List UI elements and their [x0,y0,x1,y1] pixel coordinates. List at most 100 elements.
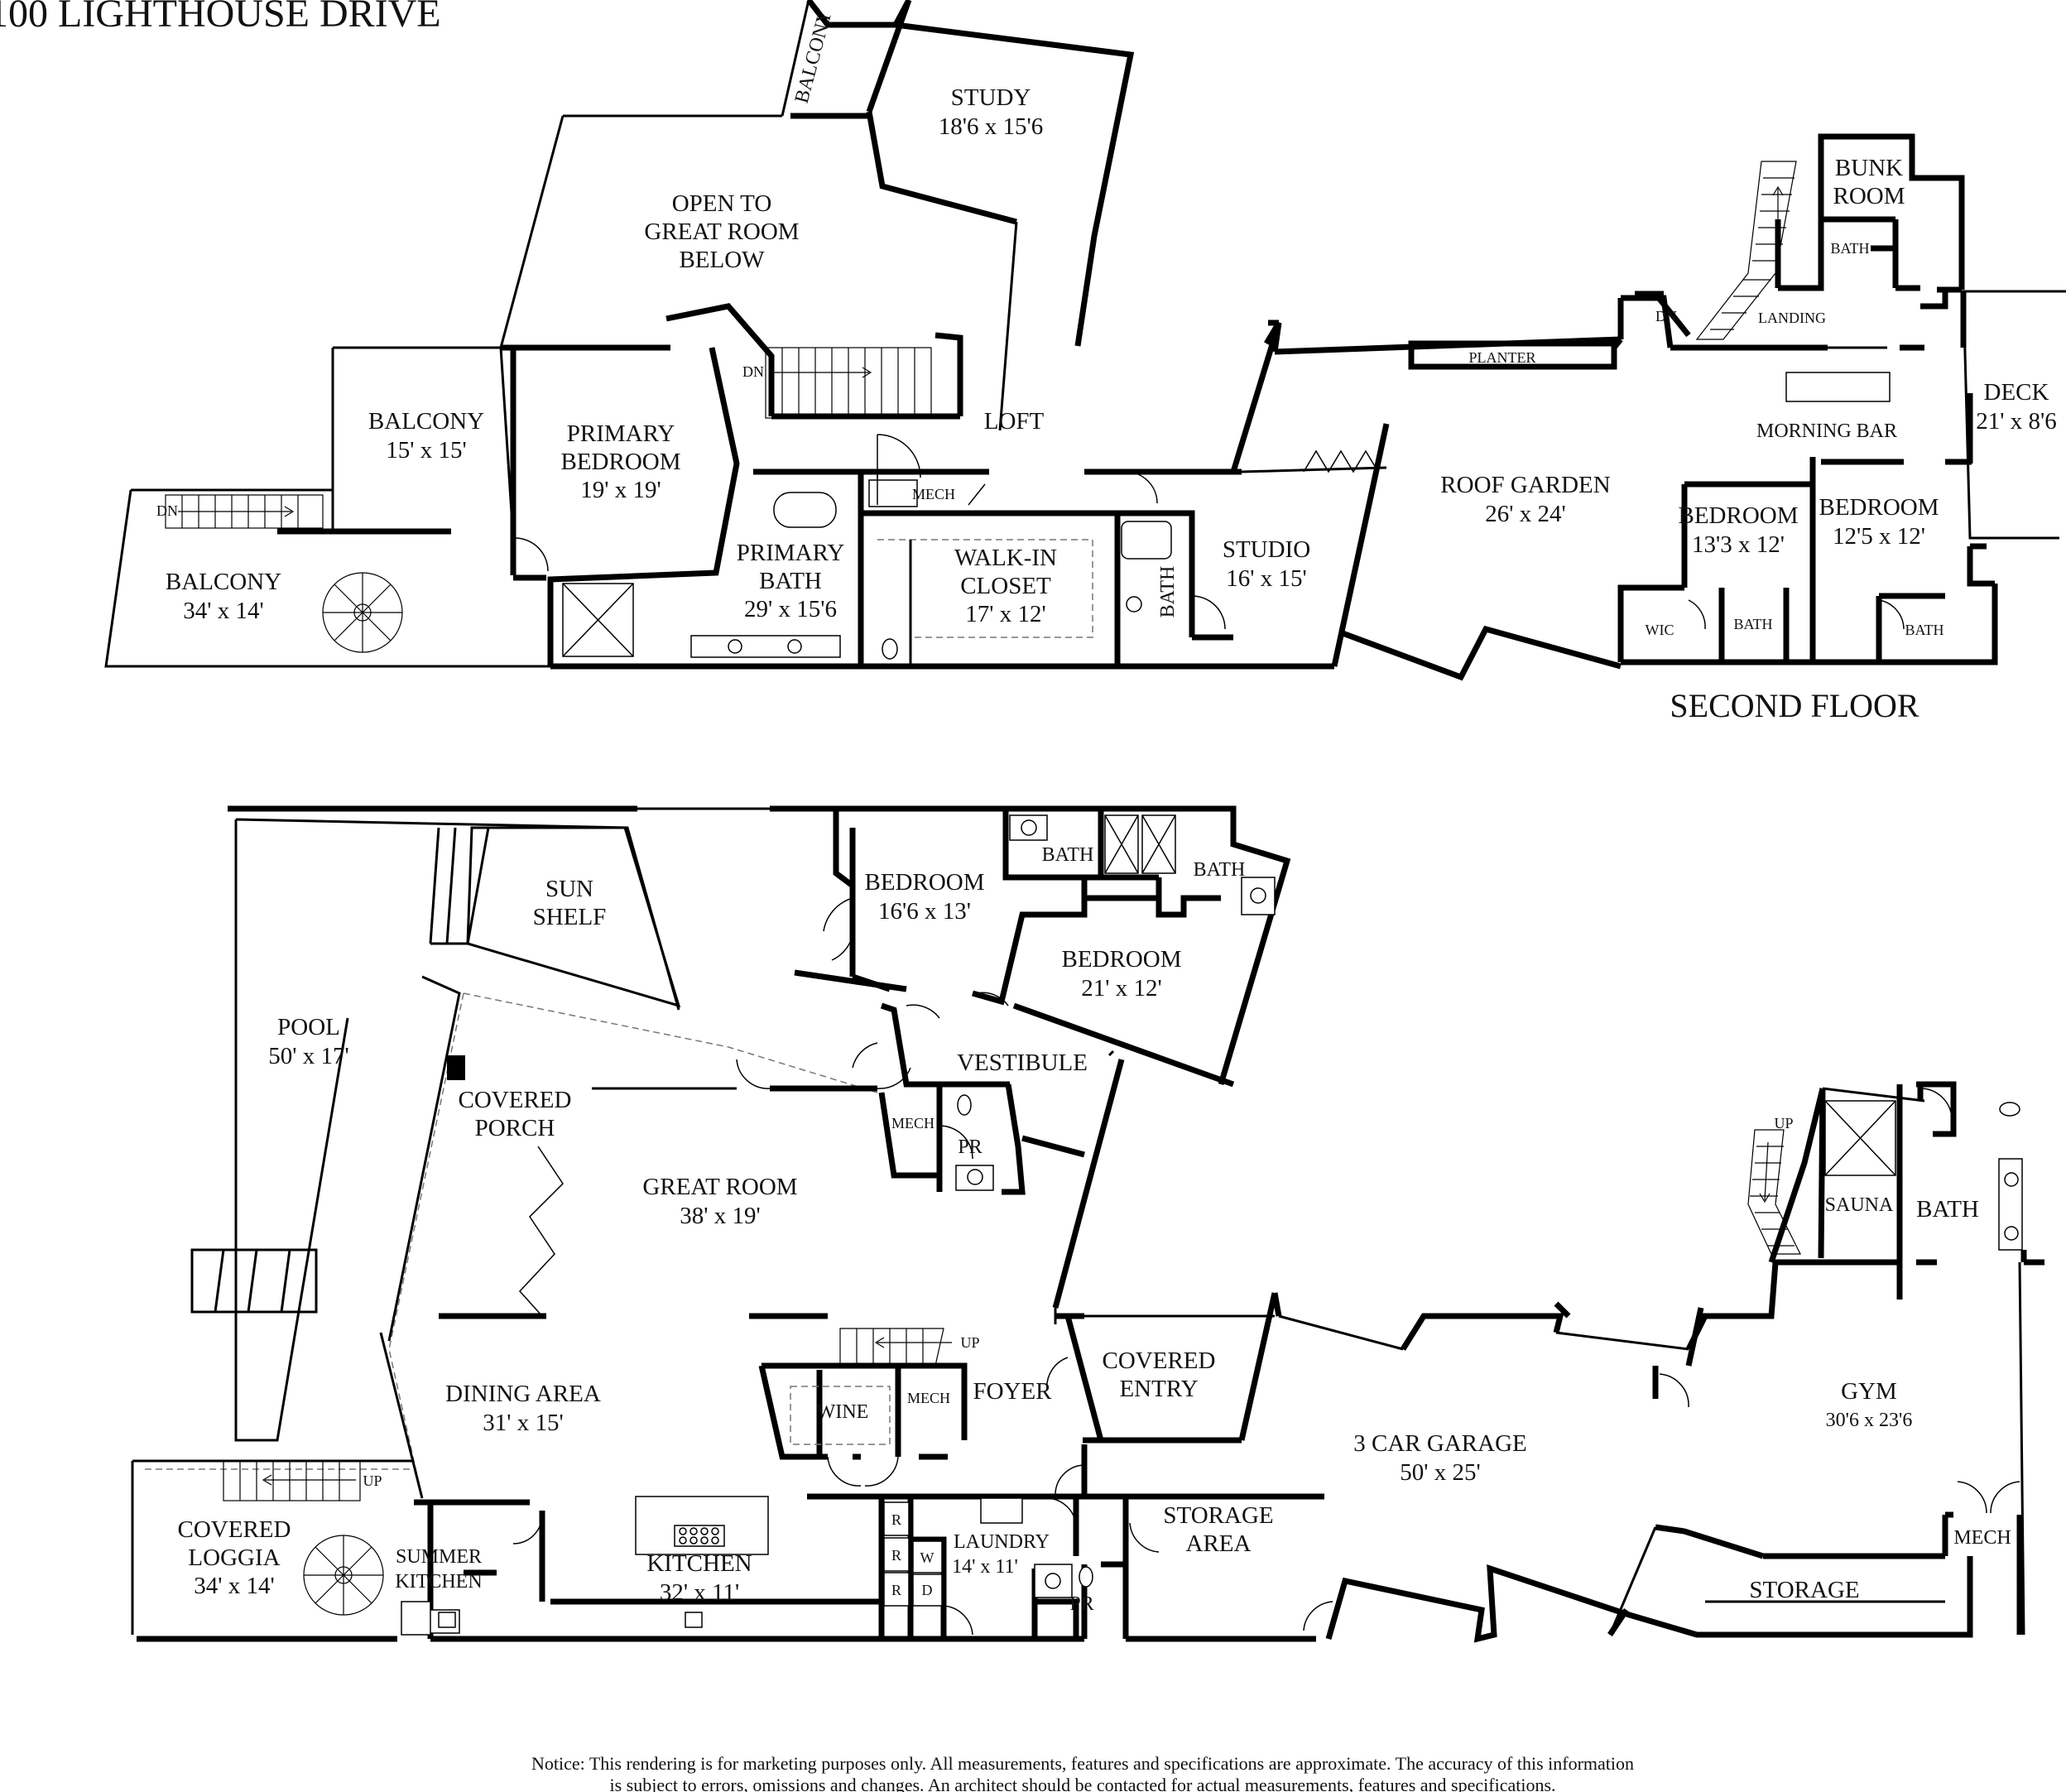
room-bath-c: BATH [1916,1196,1979,1223]
room-pool-size: 50' x 17' [268,1043,348,1069]
property-title: 100 LIGHTHOUSE DRIVE [0,0,441,36]
open-to-below-line-3: BELOW [679,247,765,273]
room-bedroom-a-name: BEDROOM [1678,502,1798,529]
room-primary-bedroom-line-1: PRIMARY [567,420,675,447]
room-covered-entry-line-1: COVERED [1103,1348,1216,1374]
room-gym-size: 30'6 x 23'6 [1826,1410,1913,1431]
room-foyer: FOYER [973,1378,1052,1405]
room-storage-area-line-2: AREA [1186,1530,1252,1557]
room-bedroom-a-name: BEDROOM [864,869,984,896]
first-floor-labels: SUN SHELF POOL 50' x 17' BEDROOM 16'6 x … [178,844,2011,1615]
room-bunk-bath: BATH [1830,240,1869,257]
room-bedroom-b-name: BEDROOM [1819,494,1939,521]
stair-label-up-1: UP [960,1334,979,1351]
room-sun-shelf-line-2: SHELF [533,904,607,930]
stair-label-dn-1: DN [156,502,178,519]
room-roof-garden-name: ROOF GARDEN [1440,472,1610,498]
room-laundry-name: LAUNDRY [954,1531,1050,1553]
first-floor-plan [131,805,2044,1643]
room-studio-size: 16' x 15' [1226,565,1306,592]
room-sauna: SAUNA [1825,1194,1894,1216]
room-great-room-size: 38' x 19' [680,1203,760,1229]
appliance-r-3: R [891,1582,901,1598]
room-primary-bath-line-1: PRIMARY [737,540,845,566]
open-to-below-line-1: OPEN TO [672,190,772,217]
appliance-r-2: R [891,1547,901,1564]
room-walk-in-closet-line-2: CLOSET [960,573,1051,599]
second-floor-label: SECOND FLOOR [1670,687,1919,724]
room-kitchen-size: 32' x 11' [660,1579,739,1606]
room-mech-c: MECH [1953,1527,2011,1549]
room-mech-a: MECH [891,1115,935,1131]
room-study-size: 18'6 x 15'6 [939,113,1043,140]
room-deck-size: 21' x 8'6 [1976,408,2056,435]
room-covered-loggia-line-2: LOGGIA [188,1545,280,1571]
room-mech: MECH [912,486,955,502]
room-wine: WINE [817,1401,869,1423]
room-primary-bedroom-size: 19' x 19' [580,477,661,503]
room-balcony-mid-size: 15' x 15' [386,437,466,464]
room-pool-name: POOL [277,1014,340,1040]
second-floor-labels: BALCONY STUDY 18'6 x 15'6 OPEN TO GREAT … [166,7,2057,724]
room-covered-loggia-line-1: COVERED [178,1516,291,1543]
room-great-room-name: GREAT ROOM [642,1174,797,1200]
room-pr-a: PR [958,1136,982,1158]
room-bath-a: BATH [1042,844,1094,866]
room-gym-name: GYM [1841,1378,1897,1405]
room-bath-b: BATH [1905,622,1943,638]
room-pr-b: PR [1069,1593,1093,1615]
room-covered-porch-line-2: PORCH [475,1115,555,1141]
first-floor-fixtures: UP UP U [223,814,2023,1636]
room-bedroom-b-size: 12'5 x 12' [1833,523,1925,550]
room-balcony-large-size: 34' x 14' [183,598,263,624]
second-floor-fixtures: DN DN [156,161,1905,660]
room-laundry-size: 14' x 11' [952,1556,1018,1578]
notice-line-1: Notice: This rendering is for marketing … [531,1753,1634,1774]
room-landing: LANDING [1758,310,1826,326]
planter-label: PLANTER [1469,349,1536,366]
room-studio-name: STUDIO [1223,536,1310,563]
room-summer-kitchen-line-2: KITCHEN [395,1571,482,1593]
room-sun-shelf-line-1: SUN [545,876,593,902]
room-primary-bath-line-2: BATH [759,568,822,594]
room-dining-area-size: 31' x 15' [483,1410,563,1436]
room-bunk-room-line-2: ROOM [1833,183,1905,209]
appliance-d: D [922,1582,933,1598]
appliance-w: W [920,1549,935,1566]
stair-label-dn-3: DN [1655,308,1677,324]
stair-label-up-2: UP [363,1473,382,1489]
room-bedroom-a-size: 16'6 x 13' [878,898,971,925]
room-dining-area-name: DINING AREA [445,1381,601,1407]
room-walk-in-closet-size: 17' x 12' [965,601,1045,627]
room-kitchen-name: KITCHEN [646,1550,752,1577]
room-mech-b: MECH [907,1390,950,1406]
room-storage-area-line-1: STORAGE [1163,1502,1273,1529]
room-study-name: STUDY [951,84,1031,111]
room-wic: WIC [1646,622,1674,638]
room-balcony-large-name: BALCONY [166,569,281,595]
open-to-below-line-2: GREAT ROOM [644,219,799,245]
room-vestibule: VESTIBULE [957,1050,1088,1076]
room-balcony-top: BALCONY [791,7,837,106]
room-bedroom-a-size: 13'3 x 12' [1692,531,1785,558]
room-covered-entry-line-2: ENTRY [1119,1376,1198,1402]
room-primary-bedroom-line-2: BEDROOM [560,449,680,475]
second-floor-plan [104,0,2066,681]
room-primary-bath-size: 29' x 15'6 [744,596,837,622]
room-garage-name: 3 CAR GARAGE [1353,1430,1526,1457]
room-summer-kitchen-line-1: SUMMER [396,1546,482,1568]
room-bath-b: BATH [1194,859,1246,881]
room-bath-a: BATH [1733,616,1772,632]
appliance-r-1: R [891,1511,901,1528]
stair-label-up-3: UP [1774,1115,1793,1131]
room-roof-garden-size: 26' x 24' [1485,501,1565,527]
notice-line-2: is subject to errors, omissions and chan… [609,1775,1555,1792]
room-deck-name: DECK [1984,379,2049,406]
room-bath: BATH [1157,566,1179,618]
room-bedroom-b-name: BEDROOM [1061,946,1181,973]
room-walk-in-closet-line-1: WALK-IN [954,545,1057,571]
room-bunk-room-line-1: BUNK [1835,155,1903,181]
room-garage-size: 50' x 25' [1400,1459,1480,1486]
room-covered-porch-line-1: COVERED [459,1087,572,1113]
